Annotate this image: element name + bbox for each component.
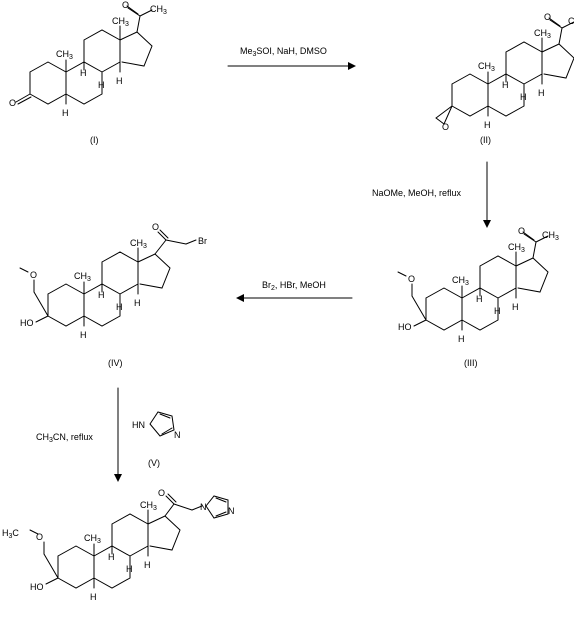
reaction-1-reagents: Me3SOI, NaH, DMSO [240,46,327,58]
compound-iv-c10-methyl: CH3 [74,271,91,283]
final-product-hydroxyl: HO [30,582,44,592]
compound-iii-methoxy-oxygen: O [408,274,415,284]
compound-ii-h9: H [520,92,527,102]
compound-ii-h5: H [484,120,491,130]
reaction-3-arrowhead [236,294,244,302]
compound-iv-hydroxyl: HO [20,318,34,328]
compound-i-c10-methyl: CH3 [56,49,73,61]
compound-v-label: (V) [148,458,160,468]
compound-iv-carbonyl-oxygen: O [152,222,159,232]
compound-i-acetyl-methyl: CH3 [150,4,167,16]
compound-iv-label: (IV) [108,358,123,368]
compound-iv-methoxy-oxygen: O [30,270,37,280]
compound-v-nh: HN [132,420,145,430]
compound-ii-c10-methyl: CH3 [478,61,495,73]
compound-i-label: (I) [90,135,99,145]
final-product-imidazole-n1: N [200,502,207,512]
compound-iii-hydroxyl: HO [398,322,412,332]
compound-i-c13-methyl: CH3 [112,16,129,28]
reaction-4: CH3CN, reflux [36,387,122,482]
final-product: O H3C HO CH3 CH3 O N N H H H H [2,488,235,602]
compound-i-oxygen: O [9,98,16,108]
reaction-4-reagents: CH3CN, reflux [36,432,93,444]
compound-ii-h14: H [538,88,545,98]
compound-iii-c13-methyl: CH3 [508,242,525,254]
final-product-methoxy-oxygen: O [36,532,43,542]
compound-iii-acetyl-methyl: CH3 [542,230,559,242]
compound-iv-h14: H [134,298,141,308]
final-product-carbonyl-oxygen: O [158,488,165,498]
compound-ii-c13-methyl: CH3 [534,28,551,40]
final-product-c10-methyl: CH3 [84,533,101,545]
final-product-imidazole-n3: N [228,506,235,516]
compound-iv-h5: H [80,330,87,340]
compound-iv-c13-methyl: CH3 [130,238,147,250]
compound-ii: O CH3 CH3 O CH3 H H H H [435,12,574,132]
compound-ii-h8: H [502,80,509,90]
compound-iv-bonds [19,229,197,327]
compound-iii-label: (III) [464,358,478,368]
compound-iii-h5: H [458,334,465,344]
compound-i: O CH3 CH3 O CH3 H H H H (I) [9,0,167,145]
final-product-h14: H [144,560,151,570]
compound-iii-h9: H [494,306,501,316]
compound-v-n: N [174,430,181,440]
compound-iv-h9: H [116,302,123,312]
compound-iii-h8: H [476,294,483,304]
compound-i-h8: H [80,68,87,78]
reaction-2-arrowhead [483,220,491,228]
reaction-1-arrowhead [348,62,356,70]
compound-iii-bonds [397,231,549,331]
compound-iii: O HO CH3 CH3 O CH3 H H H H [397,226,559,344]
compound-v-bonds [149,411,175,437]
compound-iv-h8: H [98,290,105,300]
final-product-h8: H [108,552,115,562]
final-product-bonds [29,493,229,589]
compound-i-h14: H [116,76,123,86]
compound-i-h5: H [62,108,69,118]
compound-iii-carbonyl-oxygen: O [518,226,525,236]
compound-ii-label: (II) [480,135,491,145]
compound-iii-c10-methyl: CH3 [452,275,469,287]
reaction-3: Br2, HBr, MeOH [236,280,353,302]
compound-iii-h14: H [512,302,519,312]
compound-iv: O HO CH3 CH3 O Br H H H H [19,222,207,340]
compound-i-carbonyl-oxygen: O [122,0,129,10]
reaction-1: Me3SOI, NaH, DMSO [227,46,356,70]
reaction-2: NaOMe, MeOH, reflux [372,161,491,228]
compound-i-h9: H [98,80,105,90]
compound-i-bonds [15,5,153,105]
final-product-h9: H [126,564,133,574]
final-product-h5: H [90,592,97,602]
reaction-2-reagents: NaOMe, MeOH, reflux [372,188,462,198]
reaction-3-reagents: Br2, HBr, MeOH [262,280,326,292]
compound-ii-acetyl-methyl: CH3 [568,16,574,28]
compound-ii-bonds [435,17,574,125]
final-product-methoxy-methyl: H3C [2,528,19,540]
final-product-c13-methyl: CH3 [140,500,157,512]
compound-iv-bromine: Br [198,236,207,246]
reaction-4-arrowhead [114,474,122,482]
compound-ii-epoxide-oxygen: O [442,122,449,132]
compound-ii-carbonyl-oxygen: O [544,12,551,22]
compound-v: HN N (V) [132,411,181,468]
